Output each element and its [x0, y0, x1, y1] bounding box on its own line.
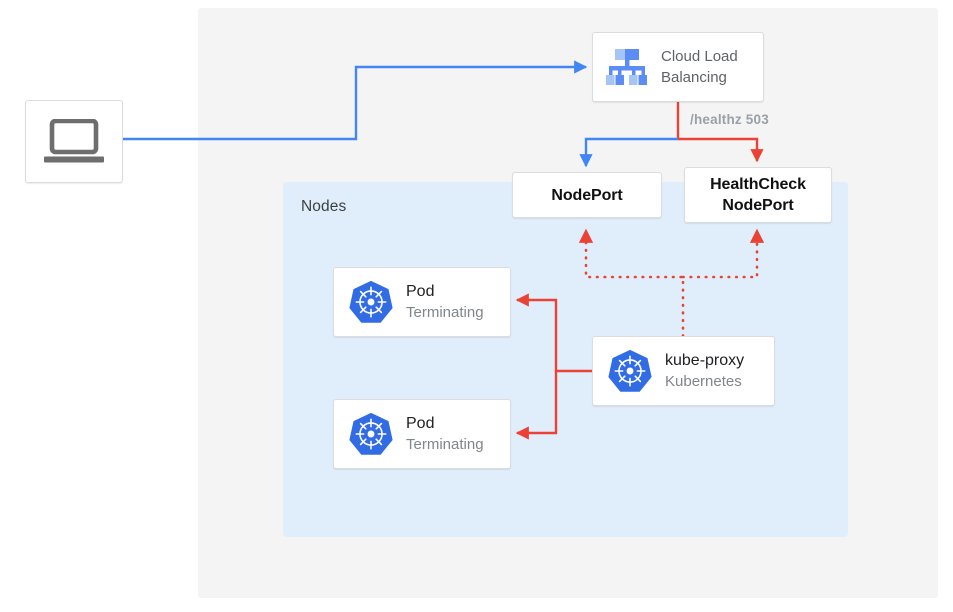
kube-proxy-subtitle: Kubernetes — [665, 372, 742, 390]
pod-1-title: Pod — [406, 282, 435, 300]
healthcheck-nodeport-label-line2: NodePort — [722, 197, 794, 214]
nodeport-node[interactable]: NodePort — [512, 172, 662, 218]
client-device-node[interactable] — [25, 100, 123, 183]
cloud-load-balancing-label: Cloud Load Balancing — [661, 46, 738, 88]
healthcheck-nodeport-label: HealthCheck NodePort — [710, 174, 806, 216]
healthcheck-nodeport-label-line1: HealthCheck — [710, 176, 806, 193]
kubernetes-icon — [608, 349, 652, 392]
cloud-load-balancing-node[interactable]: Cloud Load Balancing — [592, 32, 764, 102]
kubernetes-icon — [349, 412, 393, 455]
healthz-status-label: /healthz 503 — [690, 112, 769, 127]
kubernetes-icon — [349, 280, 393, 323]
pod-2-status: Terminating — [406, 435, 484, 453]
pod-1-status: Terminating — [406, 303, 484, 321]
cloud-load-balancing-label-line1: Cloud Load — [661, 48, 738, 65]
pod-1-text: Pod Terminating — [406, 282, 484, 323]
pod-2-text: Pod Terminating — [406, 414, 484, 455]
laptop-icon — [44, 118, 104, 162]
pod-node-2[interactable]: Pod Terminating — [333, 399, 511, 469]
healthcheck-nodeport-node[interactable]: HealthCheck NodePort — [684, 167, 832, 223]
nodes-region-label: Nodes — [301, 198, 347, 215]
kube-proxy-title: kube-proxy — [665, 351, 745, 369]
pod-node-1[interactable]: Pod Terminating — [333, 267, 511, 337]
kube-proxy-node[interactable]: kube-proxy Kubernetes — [592, 336, 775, 406]
kube-proxy-text: kube-proxy Kubernetes — [665, 351, 744, 392]
nodeport-label: NodePort — [551, 186, 623, 204]
cloud-load-balancing-icon — [606, 49, 647, 85]
cloud-load-balancing-label-line2: Balancing — [661, 69, 727, 86]
pod-2-title: Pod — [406, 414, 435, 432]
